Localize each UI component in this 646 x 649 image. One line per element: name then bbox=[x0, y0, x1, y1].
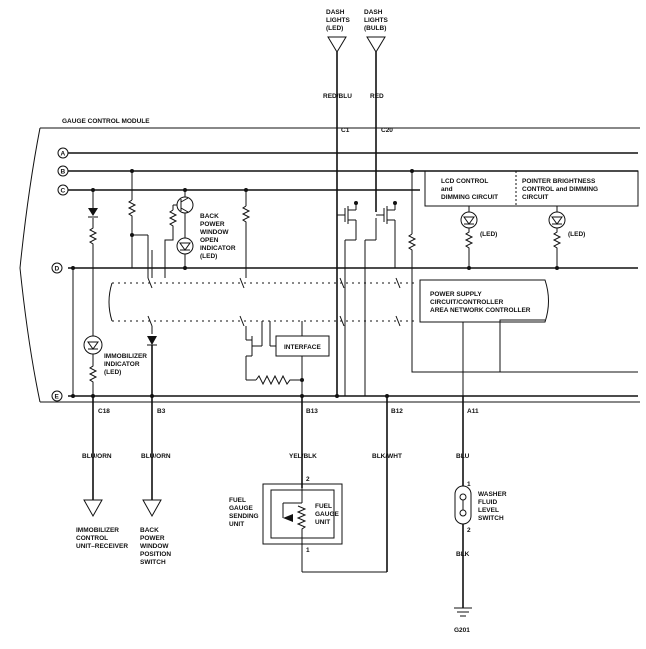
pointer-brightness-label-3: CIRCUIT bbox=[522, 194, 548, 201]
lcd-control-label-2: and bbox=[441, 186, 453, 193]
fuel-sending-label-2: GAUGE bbox=[229, 505, 254, 512]
washer-switch-label-2: FLUID bbox=[478, 499, 497, 506]
lcd-control-label: LCD CONTROL bbox=[441, 178, 488, 185]
junction-b13 bbox=[300, 394, 304, 398]
svg-text:DASH: DASH bbox=[326, 9, 345, 16]
wire-label-blk-wht: BLK/WHT bbox=[372, 453, 402, 460]
immobilizer-indicator-label-3: (LED) bbox=[104, 369, 121, 376]
svg-text:(BULB): (BULB) bbox=[364, 25, 386, 32]
back-window-switch-label-4: POSITION bbox=[140, 551, 171, 558]
immobilizer-branch bbox=[71, 188, 103, 518]
pin-b13: B13 bbox=[306, 408, 318, 415]
ground-label: G201 bbox=[454, 627, 470, 634]
data-bus bbox=[108, 277, 415, 327]
bus-label-a: A bbox=[57, 147, 69, 159]
pin-c20: C20 bbox=[381, 127, 393, 134]
dash-lights-led-connector: DASH LIGHTS (LED) bbox=[326, 9, 350, 128]
fuel-gauge-sending-unit bbox=[262, 483, 343, 545]
pin-2-fuel: 2 bbox=[306, 476, 310, 483]
washer-fluid-switch bbox=[454, 485, 472, 617]
svg-text:E: E bbox=[55, 394, 60, 401]
pin-c1: C1 bbox=[341, 127, 350, 134]
junction-c1 bbox=[335, 394, 339, 398]
fuel-sending-label-4: UNIT bbox=[229, 521, 244, 528]
wire-label-red-blu: RED/BLU bbox=[323, 93, 352, 100]
wire-label-yel-blk: YEL/BLK bbox=[289, 453, 317, 460]
back-window-indicator-label: BACK bbox=[200, 213, 219, 220]
svg-text:DASH: DASH bbox=[364, 9, 383, 16]
pin-c18: C18 bbox=[98, 408, 110, 415]
svg-text:C: C bbox=[61, 188, 66, 195]
wire-label-blu-orn-2: BLU/ORN bbox=[141, 453, 171, 460]
back-window-indicator-label-5: INDICATOR bbox=[200, 245, 236, 252]
wire-label-red: RED bbox=[370, 93, 384, 100]
svg-text:D: D bbox=[55, 266, 60, 273]
washer-switch-label-4: SWITCH bbox=[478, 515, 504, 522]
back-window-indicator-label-4: OPEN bbox=[200, 237, 219, 244]
power-supply-label: POWER SUPPLY bbox=[430, 291, 482, 298]
module-outline bbox=[19, 127, 640, 403]
pointer-brightness-label-2: CONTROL and DIMMING bbox=[522, 186, 598, 193]
pointer-brightness-label: POINTER BRIGHTNESS bbox=[522, 178, 596, 185]
wire-label-blu-orn-1: BLU/ORN bbox=[82, 453, 112, 460]
module-title: GAUGE CONTROL MODULE bbox=[62, 118, 150, 125]
svg-text:B: B bbox=[61, 169, 66, 176]
dash-lights-bulb-connector: DASH LIGHTS (BULB) bbox=[364, 9, 388, 128]
back-window-indicator-label-6: (LED) bbox=[200, 253, 217, 260]
fet-transistor-2 bbox=[364, 128, 397, 396]
bus-label-c: C bbox=[57, 184, 69, 196]
back-window-indicator-label-2: POWER bbox=[200, 221, 225, 228]
pin-1-fuel: 1 bbox=[306, 547, 310, 554]
back-window-switch-label-3: WINDOW bbox=[140, 543, 169, 550]
power-supply-label-3: AREA NETWORK CONTROLLER bbox=[430, 307, 531, 314]
back-window-switch-label-5: SWITCH bbox=[140, 559, 166, 566]
wire-label-blu: BLU bbox=[456, 453, 470, 460]
fuel-gauge-interface-branch bbox=[241, 188, 330, 488]
pin-a11: A11 bbox=[467, 408, 479, 415]
junction-b3 bbox=[150, 394, 154, 398]
pin-2-washer: 2 bbox=[467, 527, 471, 534]
lcd-led bbox=[460, 206, 478, 270]
back-window-indicator-label-3: WINDOW bbox=[200, 229, 229, 236]
svg-text:LIGHTS: LIGHTS bbox=[364, 17, 388, 24]
power-supply-label-2: CIRCUIT/CONTROLLER bbox=[430, 299, 504, 306]
pin-b3: B3 bbox=[157, 408, 166, 415]
fuel-sending-label-3: SENDING bbox=[229, 513, 259, 520]
dimming-circuit-box bbox=[407, 169, 639, 373]
immobilizer-control-label-3: UNIT–RECEIVER bbox=[76, 543, 128, 550]
junction-b12 bbox=[385, 394, 389, 398]
interface-label: INTERFACE bbox=[284, 344, 322, 351]
svg-text:(LED): (LED) bbox=[326, 25, 343, 32]
immobilizer-indicator-label: IMMOBILIZER bbox=[104, 353, 147, 360]
svg-text:LIGHTS: LIGHTS bbox=[326, 17, 350, 24]
svg-text:A: A bbox=[61, 151, 66, 158]
pin-b12: B12 bbox=[391, 408, 403, 415]
back-window-switch-branch bbox=[127, 169, 162, 518]
bus-label-e: E bbox=[51, 390, 63, 402]
washer-switch-label: WASHER bbox=[478, 491, 507, 498]
pointer-led-label: (LED) bbox=[568, 231, 585, 238]
fet-transistor-1 bbox=[336, 128, 358, 396]
pin-1-washer: 1 bbox=[467, 481, 471, 488]
fuel-gauge-unit-label-3: UNIT bbox=[315, 519, 330, 526]
immobilizer-control-label-2: CONTROL bbox=[76, 535, 108, 542]
fuel-sending-label: FUEL bbox=[229, 497, 246, 504]
pointer-led bbox=[548, 206, 566, 270]
back-window-open-indicator bbox=[164, 188, 194, 278]
bus-label-b: B bbox=[57, 165, 69, 177]
wire-label-blk: BLK bbox=[456, 551, 470, 558]
fuel-gauge-unit-label: FUEL bbox=[315, 503, 332, 510]
bus-label-d: D bbox=[51, 262, 63, 274]
immobilizer-indicator-label-2: INDICATOR bbox=[104, 361, 140, 368]
power-supply-box bbox=[419, 279, 638, 486]
washer-switch-label-3: LEVEL bbox=[478, 507, 499, 514]
back-window-switch-label-2: POWER bbox=[140, 535, 165, 542]
lcd-led-label: (LED) bbox=[480, 231, 497, 238]
lcd-control-label-3: DIMMING CIRCUIT bbox=[441, 194, 498, 201]
back-window-switch-label: BACK bbox=[140, 527, 159, 534]
immobilizer-control-label: IMMOBILIZER bbox=[76, 527, 119, 534]
fuel-gauge-unit-label-2: GAUGE bbox=[315, 511, 340, 518]
